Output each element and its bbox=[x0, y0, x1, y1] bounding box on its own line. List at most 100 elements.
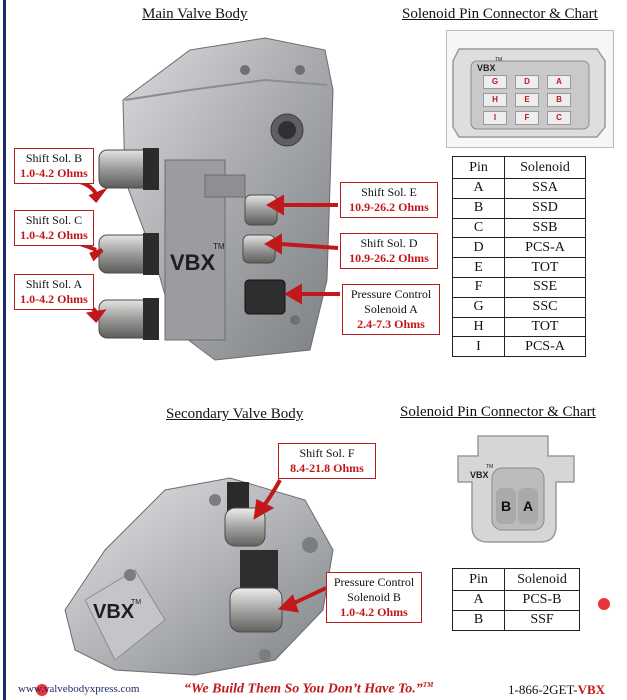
main-valve-body-illustration: VBX TM bbox=[98, 37, 334, 361]
shift-sol-b-callout: Shift Sol. B 1.0-4.2 Ohms bbox=[14, 148, 94, 184]
main-valve-body-heading: Main Valve Body bbox=[142, 6, 248, 22]
connector-pin-label: E bbox=[515, 93, 539, 107]
main-pin-cell: H bbox=[452, 316, 505, 338]
shift-sol-c-name: Shift Sol. C bbox=[25, 213, 83, 227]
shift-sol-b-name: Shift Sol. B bbox=[25, 151, 83, 165]
shift-solenoid-c-graphic bbox=[98, 233, 159, 275]
secondary-valve-body-heading: Secondary Valve Body bbox=[166, 406, 304, 422]
main-table-header-solenoid: Solenoid bbox=[504, 156, 586, 179]
connector-pin-label: A bbox=[518, 488, 538, 524]
shift-sol-e-ohms: 10.9-26.2 Ohms bbox=[349, 200, 429, 214]
footer-phone-prefix: 1-866-2GET- bbox=[508, 682, 578, 697]
secondary-connector-heading: Solenoid Pin Connector & Chart bbox=[400, 404, 596, 420]
footer-slogan: “We Build Them So You Don’t Have To.”TM bbox=[184, 681, 433, 698]
connector-pin-label: B bbox=[496, 488, 516, 524]
pc-b-name-line2: Solenoid B bbox=[347, 590, 401, 604]
connector-pin-label: C bbox=[547, 111, 571, 125]
shift-solenoid-a-graphic bbox=[98, 298, 159, 340]
footer-phone: 1-866-2GET-VBX bbox=[508, 682, 605, 698]
secondary-vbx-logo: VBX bbox=[93, 601, 135, 623]
svg-text:TM: TM bbox=[213, 242, 225, 251]
footer-website-link[interactable]: www.valvebodyxpress.com bbox=[18, 683, 140, 695]
connector-pin-label: D bbox=[515, 75, 539, 89]
connector-pin-label: G bbox=[483, 75, 507, 89]
secondary-pin-cell: A bbox=[452, 590, 505, 611]
main-table-header-pin: Pin bbox=[452, 156, 505, 179]
main-pin-cell: D bbox=[452, 237, 505, 259]
pc-b-name-line1: Pressure Control bbox=[333, 575, 415, 589]
main-solenoid-cell: TOT bbox=[504, 257, 586, 278]
pressure-control-b-callout: Pressure Control Solenoid B 1.0-4.2 Ohms bbox=[326, 572, 422, 623]
secondary-callout-arrows bbox=[253, 479, 327, 613]
main-callout-arrows bbox=[79, 180, 340, 324]
main-solenoid-cell: SSD bbox=[504, 197, 586, 219]
shift-sol-d-name: Shift Sol. D bbox=[360, 236, 418, 250]
page-left-border bbox=[3, 0, 6, 700]
shift-sol-e-name: Shift Sol. E bbox=[361, 185, 417, 199]
connector-pin-label: F bbox=[515, 111, 539, 125]
secondary-solenoid-cell: SSF bbox=[504, 609, 580, 631]
shift-sol-a-ohms: 1.0-4.2 Ohms bbox=[20, 292, 88, 306]
footer-slogan-text: “We Build Them So You Don’t Have To.” bbox=[184, 681, 423, 697]
main-vbx-logo: VBX bbox=[170, 250, 216, 275]
shift-sol-f-name: Shift Sol. F bbox=[299, 446, 355, 460]
shift-solenoid-b-graphic bbox=[98, 148, 159, 190]
shift-sol-c-ohms: 1.0-4.2 Ohms bbox=[20, 228, 88, 242]
main-solenoid-cell: SSA bbox=[504, 178, 586, 199]
main-connector-vbx-logo: VBX bbox=[477, 63, 496, 73]
main-pin-cell: I bbox=[452, 336, 505, 358]
footer-red-dot bbox=[36, 684, 48, 696]
connector-pin-label: I bbox=[483, 111, 507, 125]
connector-pin-label: B bbox=[547, 93, 571, 107]
main-pin-cell: A bbox=[452, 178, 505, 199]
connector-pin-label: H bbox=[483, 93, 507, 107]
main-pin-cell: E bbox=[452, 257, 505, 278]
secondary-pin-cell: B bbox=[452, 609, 505, 631]
footer: www.valvebodyxpress.com “We Build Them S… bbox=[14, 680, 620, 700]
main-connector-heading: Solenoid Pin Connector & Chart bbox=[402, 6, 598, 22]
red-dot-marker bbox=[598, 598, 610, 610]
connector-pin-label: A bbox=[547, 75, 571, 89]
main-solenoid-cell: TOT bbox=[504, 316, 586, 338]
secondary-solenoid-cell: PCS-B bbox=[504, 590, 580, 611]
pc-a-ohms: 2.4-7.3 Ohms bbox=[357, 317, 425, 331]
main-solenoid-cell: SSB bbox=[504, 217, 586, 239]
main-pin-cell: F bbox=[452, 276, 505, 298]
shift-sol-f-ohms: 8.4-21.8 Ohms bbox=[290, 461, 364, 475]
shift-sol-b-ohms: 1.0-4.2 Ohms bbox=[20, 166, 88, 180]
pc-a-name-line1: Pressure Control bbox=[350, 287, 432, 301]
main-pin-cell: C bbox=[452, 217, 505, 239]
shift-sol-a-name: Shift Sol. A bbox=[25, 277, 83, 291]
main-solenoid-cell: PCS-A bbox=[504, 336, 586, 358]
main-pin-cell: G bbox=[452, 296, 505, 318]
main-solenoid-cell: SSE bbox=[504, 276, 586, 298]
shift-sol-c-callout: Shift Sol. C 1.0-4.2 Ohms bbox=[14, 210, 94, 246]
pressure-control-a-callout: Pressure Control Solenoid A 2.4-7.3 Ohms bbox=[342, 284, 440, 335]
main-solenoid-cell: SSC bbox=[504, 296, 586, 318]
main-pin-cell: B bbox=[452, 197, 505, 219]
svg-text:TM: TM bbox=[131, 599, 141, 606]
pc-a-name-line2: Solenoid A bbox=[364, 302, 418, 316]
svg-text:TM: TM bbox=[495, 57, 502, 63]
secondary-table-header-solenoid: Solenoid bbox=[504, 568, 580, 591]
secondary-connector-vbx-logo: VBX bbox=[470, 470, 489, 480]
footer-phone-brand: VBX bbox=[577, 682, 606, 697]
main-solenoid-cell: PCS-A bbox=[504, 237, 586, 259]
shift-sol-d-ohms: 10.9-26.2 Ohms bbox=[349, 251, 429, 265]
shift-sol-f-callout: Shift Sol. F 8.4-21.8 Ohms bbox=[278, 443, 376, 479]
